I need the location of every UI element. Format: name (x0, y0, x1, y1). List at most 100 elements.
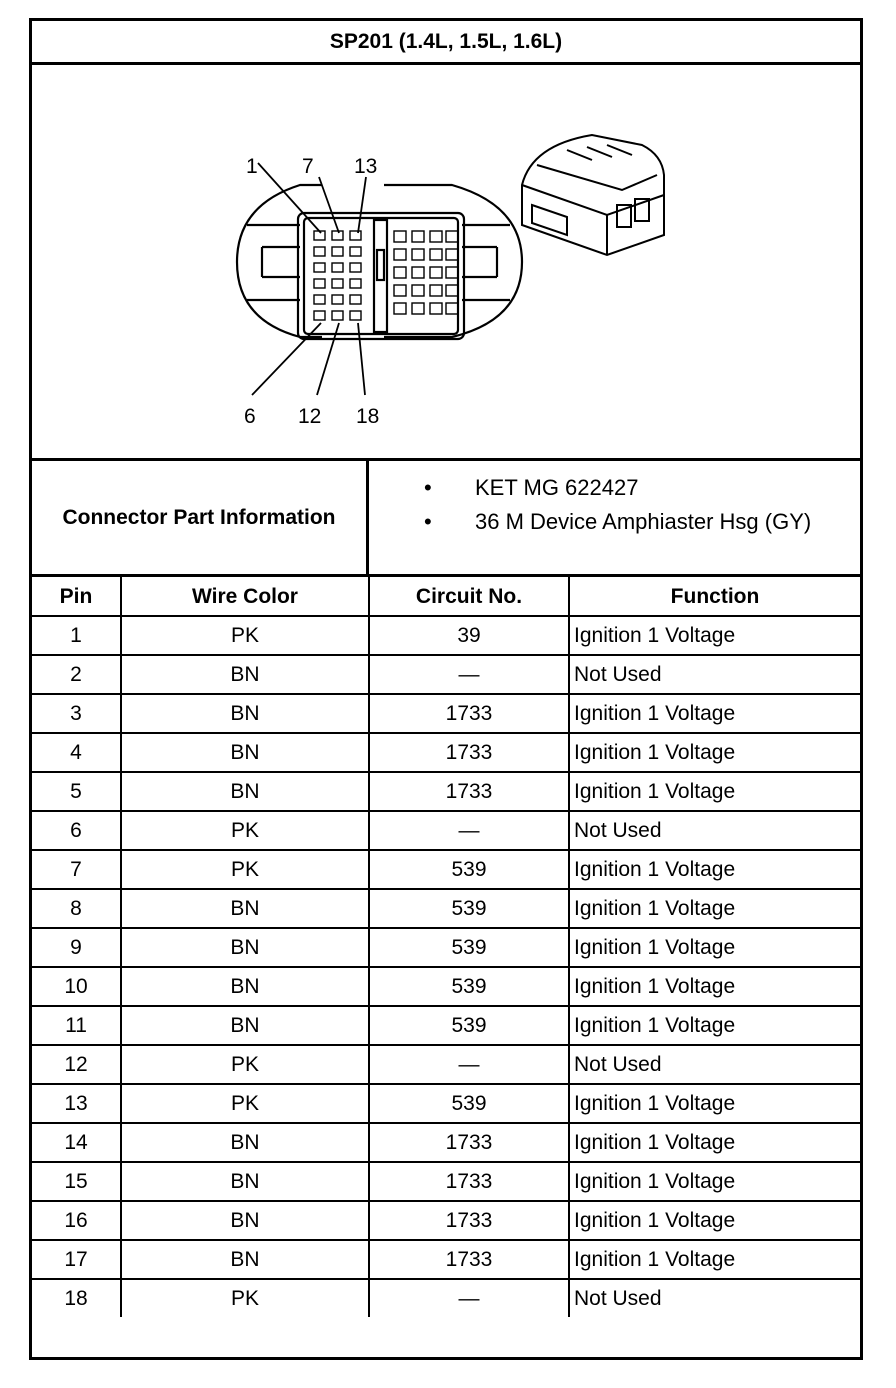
cavity (429, 248, 443, 261)
cavity (331, 230, 344, 241)
pin-cell: 15 (32, 1161, 122, 1202)
callout-pin-bottom-3: 18 (356, 405, 379, 428)
wire-color-cell: PK (120, 1083, 370, 1124)
function-cell: Ignition 1 Voltage (568, 849, 860, 890)
pin-cell: 13 (32, 1083, 122, 1124)
cavity (429, 230, 443, 243)
pin-cell: 8 (32, 888, 122, 929)
pin-cell: 18 (32, 1278, 122, 1317)
function-cell: Ignition 1 Voltage (568, 732, 860, 773)
callout-pin-top-1: 1 (246, 155, 258, 178)
circuit-no-cell: — (368, 1278, 570, 1317)
circuit-no-cell: — (368, 810, 570, 851)
pin-cell: 1 (32, 615, 122, 656)
connector-sheet: SP201 (1.4L, 1.5L, 1.6L) (29, 18, 863, 1360)
column-header-wire-color: Wire Color (120, 577, 370, 617)
function-cell: Not Used (568, 810, 860, 851)
function-cell: Ignition 1 Voltage (568, 1239, 860, 1280)
function-cell: Not Used (568, 1044, 860, 1085)
callout-pin-top-3: 13 (354, 155, 377, 178)
cavity (313, 278, 326, 289)
cavity (429, 266, 443, 279)
function-cell: Ignition 1 Voltage (568, 1122, 860, 1163)
circuit-no-cell: — (368, 654, 570, 695)
wire-color-cell: PK (120, 615, 370, 656)
wire-color-cell: BN (120, 1005, 370, 1046)
connector-face-drawing: 1 7 13 6 12 18 (235, 133, 665, 428)
wire-color-cell: BN (120, 1239, 370, 1280)
pin-cell: 12 (32, 1044, 122, 1085)
cavity-grid (313, 230, 459, 321)
cavity (349, 310, 362, 321)
wire-color-cell: BN (120, 771, 370, 812)
circuit-no-cell: 1733 (368, 1161, 570, 1202)
cavity (411, 230, 425, 243)
cavity (331, 262, 344, 273)
function-cell: Ignition 1 Voltage (568, 615, 860, 656)
wire-color-cell: BN (120, 927, 370, 968)
connector-diagram: 1 7 13 6 12 18 (32, 65, 860, 461)
circuit-no-cell: 539 (368, 1005, 570, 1046)
cavity (349, 294, 362, 305)
connector-info-item: • 36 M Device Amphiaster Hsg (GY) (369, 505, 860, 539)
function-cell: Ignition 1 Voltage (568, 927, 860, 968)
cavity (331, 310, 344, 321)
cavity (349, 230, 362, 241)
wire-color-cell: BN (120, 1200, 370, 1241)
pin-cell: 5 (32, 771, 122, 812)
wire-color-cell: PK (120, 1278, 370, 1317)
cavity (331, 278, 344, 289)
wire-color-cell: BN (120, 732, 370, 773)
cavity (349, 278, 362, 289)
function-cell: Ignition 1 Voltage (568, 771, 860, 812)
function-cell: Ignition 1 Voltage (568, 966, 860, 1007)
cavity (313, 246, 326, 257)
circuit-no-cell: 1733 (368, 1122, 570, 1163)
circuit-no-cell: 1733 (368, 693, 570, 734)
cavity (393, 284, 407, 297)
pin-cell: 14 (32, 1122, 122, 1163)
connector-info-text: 36 M Device Amphiaster Hsg (GY) (475, 509, 812, 534)
connector-part-info: Connector Part Information • KET MG 6224… (32, 461, 860, 577)
cavity (445, 284, 459, 297)
cavity (445, 248, 459, 261)
cavity (393, 266, 407, 279)
callout-pin-bottom-1: 6 (244, 405, 256, 428)
bullet-icon: • (424, 475, 432, 500)
cavity (331, 294, 344, 305)
pin-cell: 3 (32, 693, 122, 734)
function-cell: Not Used (568, 654, 860, 695)
pin-cell: 17 (32, 1239, 122, 1280)
wire-color-cell: BN (120, 1122, 370, 1163)
cavity (445, 302, 459, 315)
circuit-no-cell: — (368, 1044, 570, 1085)
circuit-no-cell: 1733 (368, 771, 570, 812)
circuit-no-cell: 539 (368, 888, 570, 929)
pin-cell: 11 (32, 1005, 122, 1046)
circuit-no-cell: 1733 (368, 732, 570, 773)
wire-color-cell: BN (120, 888, 370, 929)
bullet-icon: • (424, 509, 432, 534)
circuit-no-cell: 539 (368, 849, 570, 890)
cavity (313, 262, 326, 273)
cavity (331, 246, 344, 257)
cavity (411, 248, 425, 261)
callout-pin-top-2: 7 (302, 155, 314, 178)
wire-color-cell: BN (120, 1161, 370, 1202)
column-header-pin: Pin (32, 577, 122, 617)
